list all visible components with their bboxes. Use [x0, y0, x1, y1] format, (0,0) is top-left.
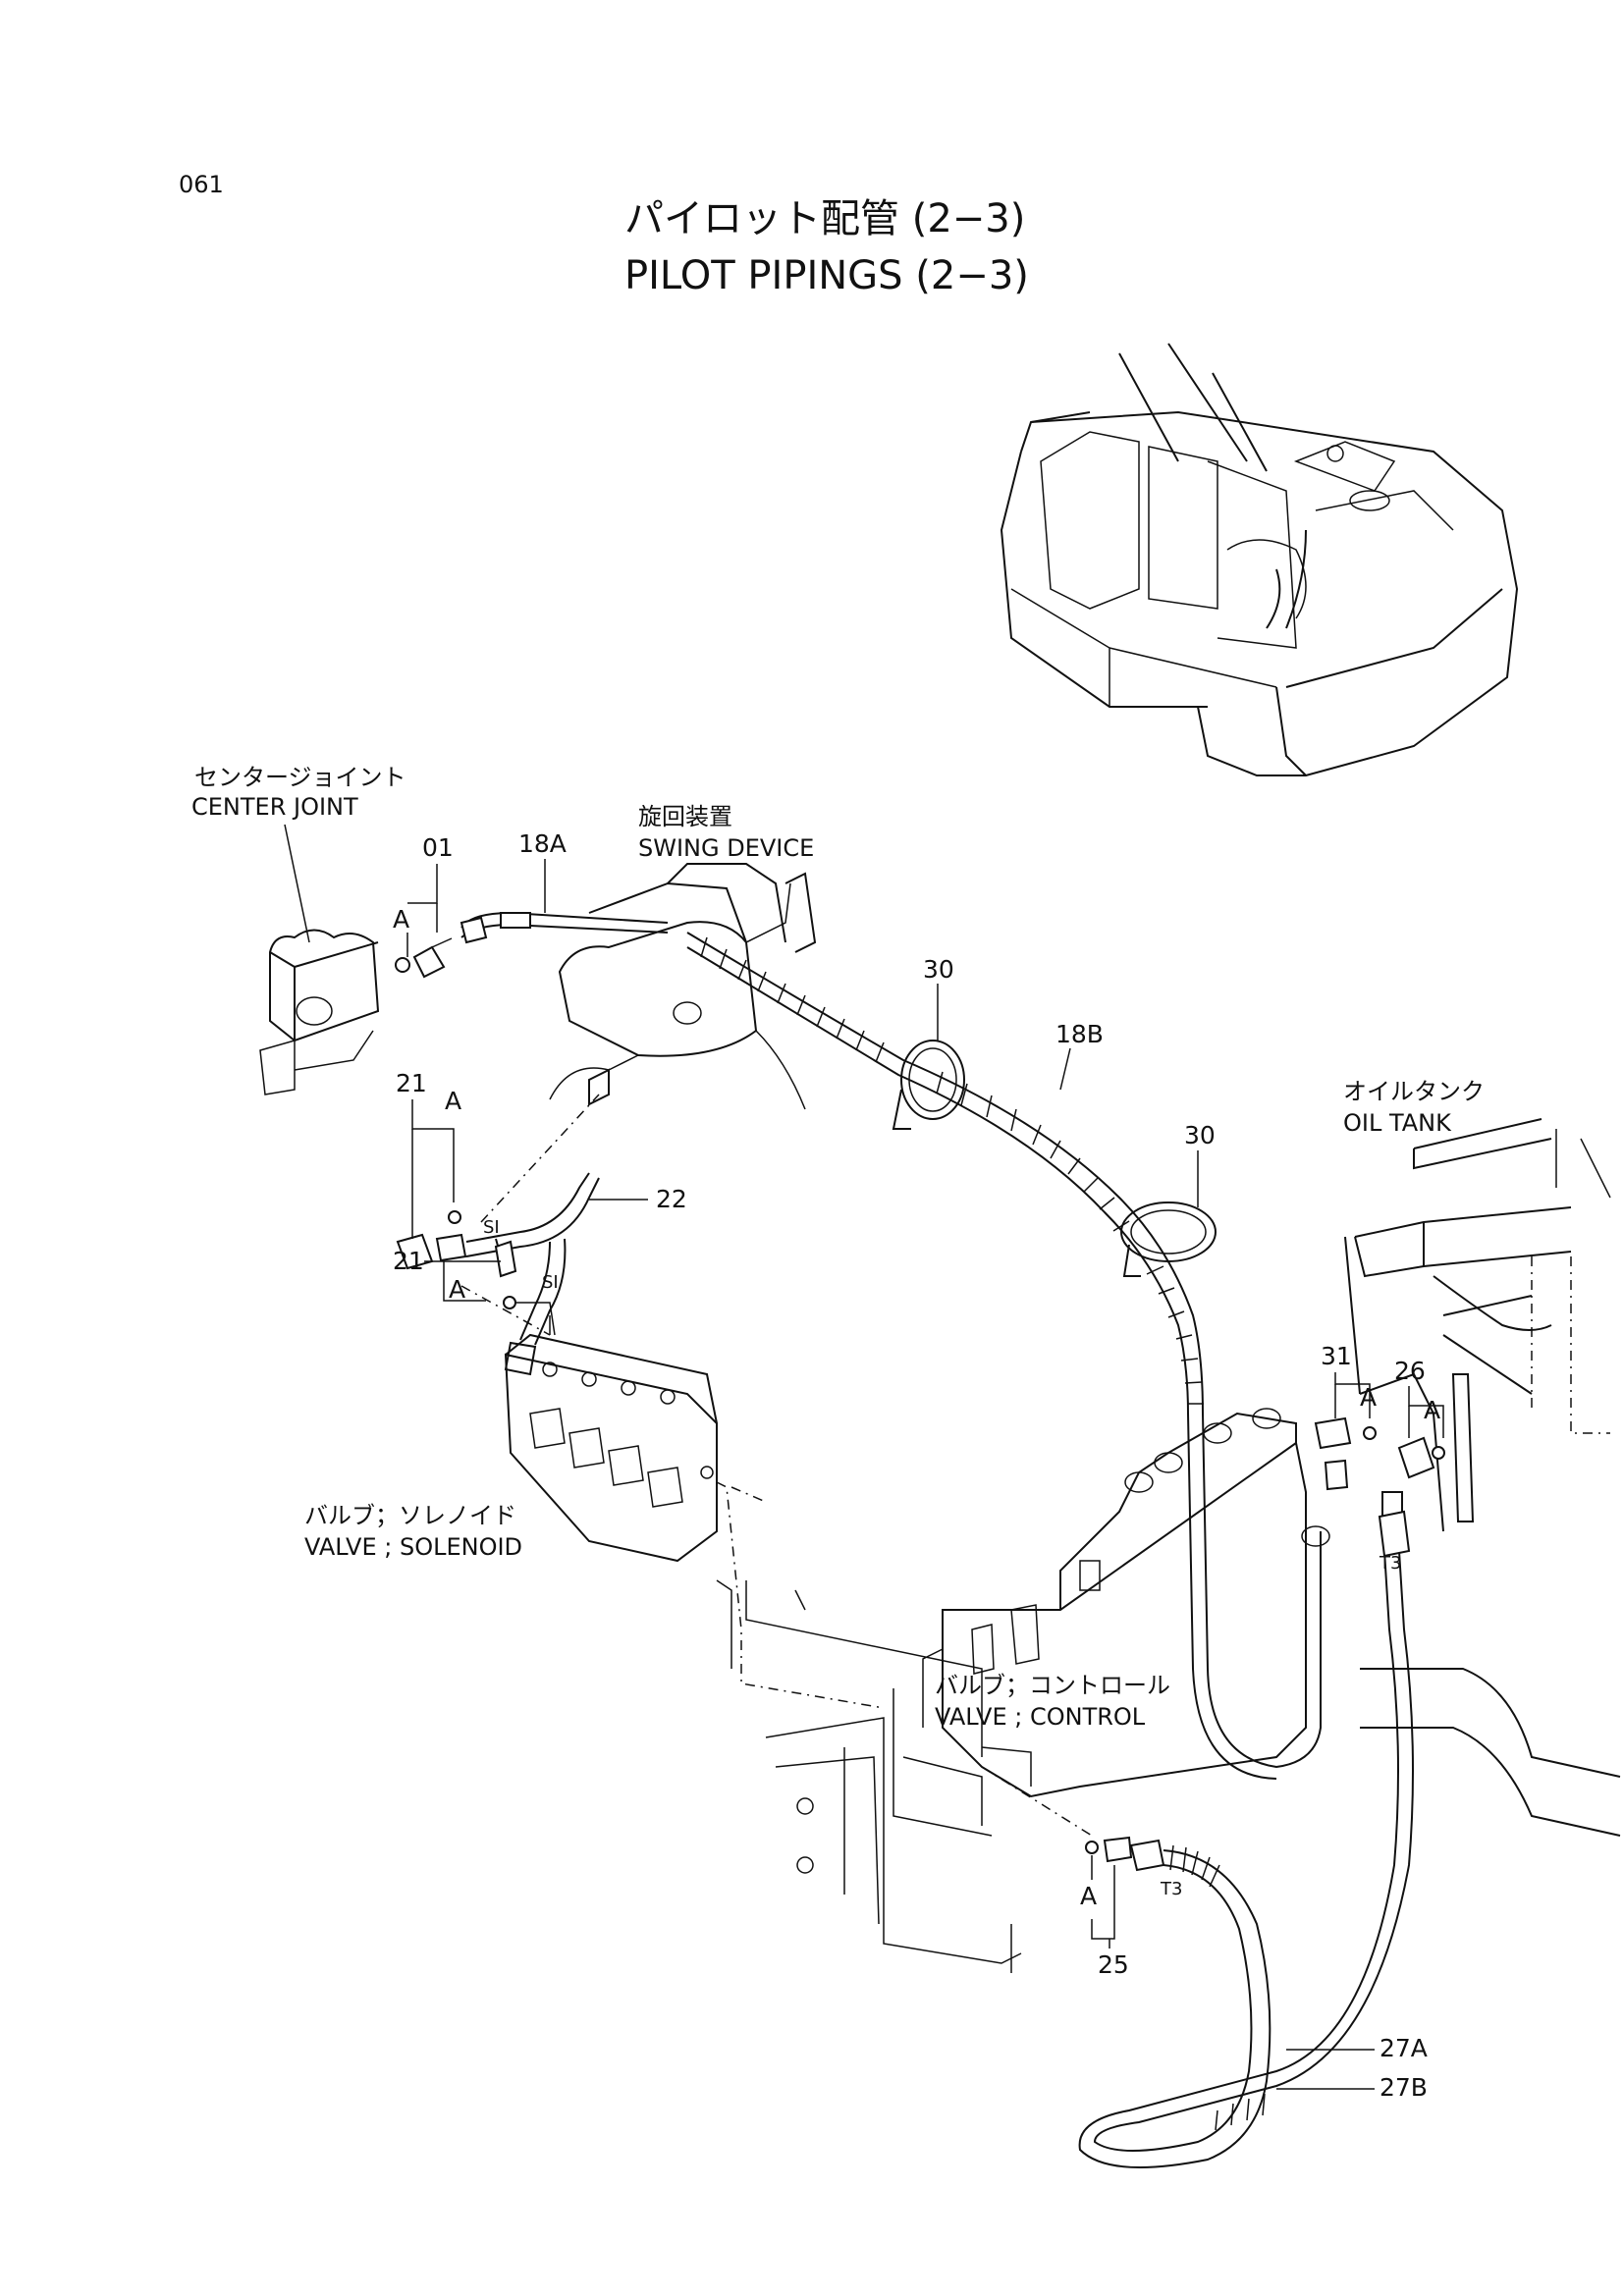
swing-device-part	[549, 863, 817, 1110]
clamp-30b	[1120, 1201, 1217, 1277]
fitting-31	[1314, 1416, 1377, 1491]
pipe-22	[465, 1172, 590, 1243]
fitting-26	[1381, 1436, 1445, 1518]
callout-01: 01	[422, 833, 454, 862]
label-center-joint-jp: センタージョイント	[194, 764, 406, 791]
fitting-21-lower	[494, 1238, 517, 1309]
mark-t3-1: T3	[1160, 1879, 1182, 1899]
fitting-21-upper	[396, 1210, 467, 1270]
center-joint-part	[259, 929, 380, 1095]
leader-center-joint	[284, 824, 310, 943]
label-valve-control-jp: バルブ；コントロール	[935, 1672, 1170, 1699]
clamp-30a	[892, 1040, 965, 1130]
callout-18a: 18A	[518, 829, 567, 858]
control-valve-part	[922, 1408, 1330, 1798]
seal-a-25: A	[1080, 1882, 1097, 1910]
label-swing-device-jp: 旋回装置	[638, 803, 732, 830]
callout-30a: 30	[923, 955, 954, 984]
seal-a-21-lower: A	[449, 1275, 465, 1304]
hose-27a	[1078, 1550, 1399, 2168]
page-code: 061	[179, 171, 224, 198]
seal-a-31: A	[1360, 1383, 1377, 1412]
hose-27-ribs	[1169, 1844, 1266, 2131]
hose-27b	[1093, 1550, 1414, 2152]
excavator-overview	[1000, 343, 1519, 776]
mount-plate	[716, 1481, 1032, 1973]
hose-protector-rings	[700, 936, 1204, 1405]
title-english: PILOT PIPINGS (2−3)	[624, 253, 1029, 298]
seal-a-21-upper: A	[445, 1087, 461, 1115]
mark-si-2: SI	[542, 1272, 559, 1293]
label-valve-solenoid-en: VALVE ; SOLENOID	[304, 1533, 522, 1561]
hose-18b	[686, 932, 1204, 1415]
callout-22: 22	[656, 1185, 687, 1213]
label-valve-solenoid-jp: バルブ；ソレノイド	[304, 1502, 516, 1529]
fitting-25	[1085, 1836, 1133, 1863]
seal-a-26: A	[1424, 1396, 1440, 1424]
callout-26: 26	[1394, 1357, 1426, 1385]
mark-si-1: SI	[483, 1217, 500, 1238]
label-valve-control-en: VALVE ; CONTROL	[935, 1703, 1146, 1731]
label-center-joint-en: CENTER JOINT	[191, 793, 358, 821]
callout-27b: 27B	[1380, 2073, 1428, 2102]
mark-t3-2: T3	[1379, 1553, 1401, 1574]
title-japanese: パイロット配管 (2−3)	[624, 196, 1025, 241]
callout-21-upper: 21	[396, 1069, 427, 1097]
seal-a-01: A	[393, 905, 409, 934]
solenoid-valve-part	[504, 1315, 718, 1563]
callout-31: 31	[1321, 1342, 1352, 1370]
callout-27a: 27A	[1380, 2034, 1428, 2062]
label-oil-tank-en: OIL TANK	[1343, 1109, 1452, 1137]
callout-21-lower: 21	[393, 1247, 424, 1275]
label-oil-tank-jp: オイルタンク	[1343, 1078, 1485, 1105]
callout-30b: 30	[1184, 1121, 1216, 1149]
label-swing-device-en: SWING DEVICE	[638, 834, 814, 862]
fitting-01	[395, 937, 453, 979]
callout-18b: 18B	[1055, 1020, 1104, 1048]
oil-tank-part	[1344, 1118, 1621, 1837]
callout-25: 25	[1098, 1950, 1129, 1979]
